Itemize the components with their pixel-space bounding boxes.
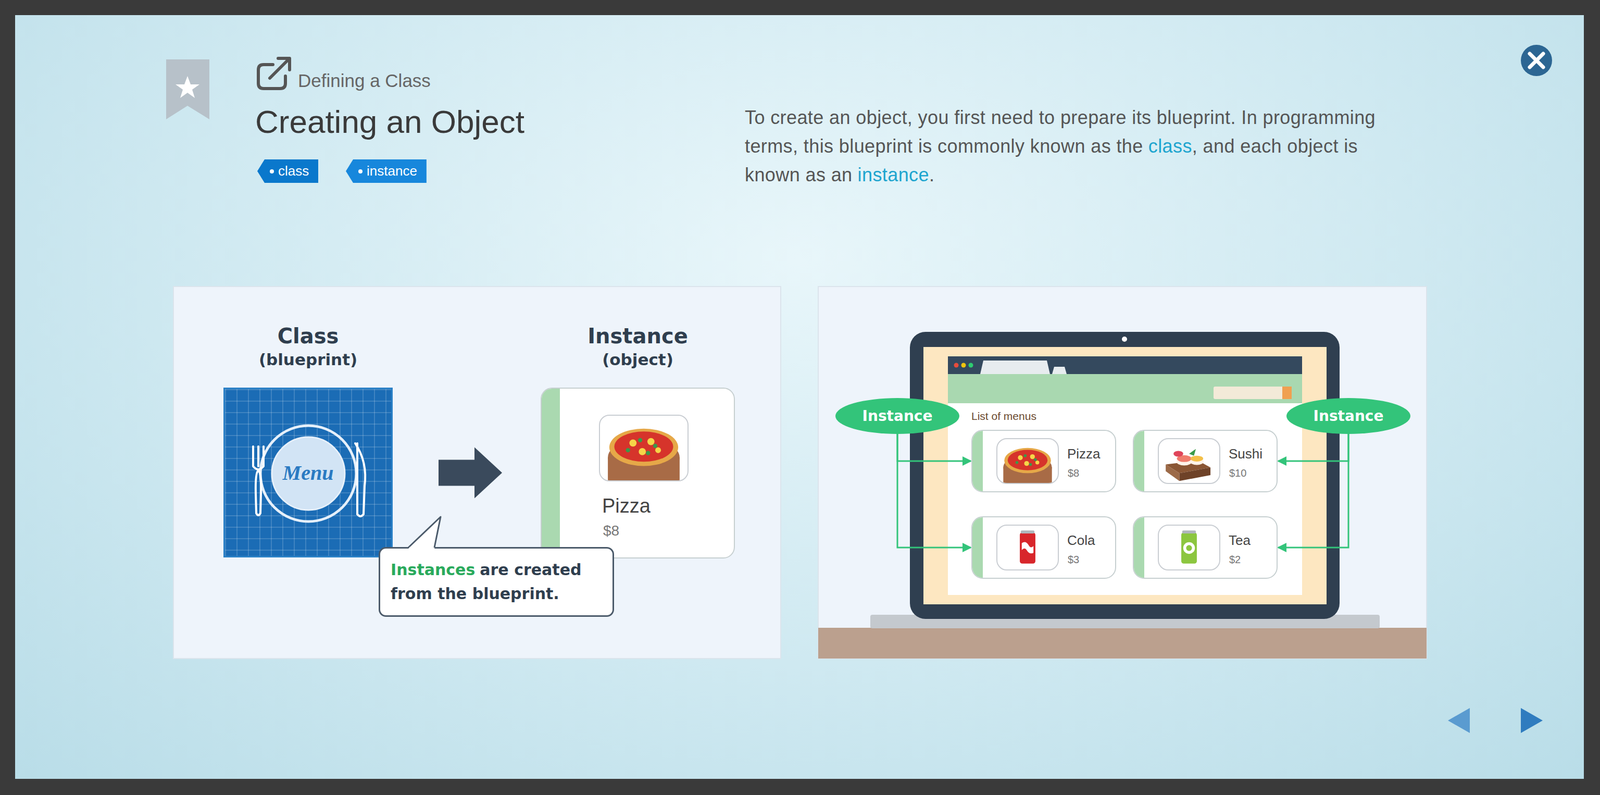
- item-name: Tea: [1228, 531, 1251, 549]
- keyword: instance: [857, 164, 930, 186]
- food-image: [598, 414, 689, 482]
- heading: Class: [223, 322, 393, 349]
- callout-bubble: Instancesare created from the blueprint.: [378, 546, 615, 617]
- menu-center: Menu: [225, 389, 392, 556]
- table: [818, 627, 1427, 659]
- class-blueprint: Class(blueprint) Menu: [223, 322, 393, 558]
- list-heading: List of menus: [971, 409, 1037, 423]
- menu-word: Menu: [282, 460, 334, 485]
- description-text: .: [929, 164, 935, 186]
- menu-card: Pizza $8: [971, 429, 1117, 493]
- page-title: Creating an Object: [255, 102, 525, 142]
- browser-tab: [980, 360, 1050, 374]
- ellipse-text: Instance: [1313, 407, 1384, 425]
- connector-line: [1278, 433, 1349, 548]
- search-button: [1282, 386, 1292, 399]
- close-button: [1520, 44, 1553, 77]
- laptop-camera: [1121, 336, 1128, 342]
- ellipse-text: Instance: [862, 407, 933, 425]
- item-name: Cola: [1067, 531, 1095, 549]
- card-strip: [1133, 430, 1145, 492]
- description-paragraph: To create an object, you first need to p…: [744, 103, 1396, 190]
- laptop-screen: [923, 346, 1327, 605]
- block-arrow: [438, 447, 503, 499]
- instance-ellipse: Instance: [835, 397, 960, 434]
- tag-label: instance: [345, 159, 427, 183]
- card-strip: [972, 517, 983, 578]
- subheading: (blueprint): [223, 348, 393, 370]
- connector-line: [897, 433, 971, 461]
- item-price: $8: [603, 521, 620, 540]
- tag-text: instance: [366, 163, 418, 179]
- tag-label: class: [257, 159, 319, 183]
- menu-card: Cola $3: [971, 516, 1117, 579]
- left-panel: [173, 286, 781, 659]
- callout-keyword: Instances: [390, 560, 475, 579]
- item-name: Pizza: [602, 493, 651, 518]
- blueprint-square: Menu: [223, 387, 393, 558]
- item-price: $2: [1229, 552, 1241, 567]
- card-body: Pizza $8: [540, 387, 735, 559]
- site-content: [947, 403, 1303, 595]
- browser-dot: [954, 363, 959, 368]
- close-cross: [1529, 53, 1544, 68]
- item-price: $8: [1067, 466, 1080, 480]
- item-price: $3: [1067, 552, 1080, 567]
- item-name: Pizza: [1067, 445, 1101, 462]
- keyword: class: [1148, 135, 1193, 157]
- browser-tab: [1052, 366, 1067, 374]
- callout-tail: [406, 515, 448, 552]
- prev-arrow: [1447, 707, 1470, 733]
- card-strip: [972, 430, 983, 492]
- food-image: [996, 438, 1059, 484]
- site-header: [947, 373, 1303, 404]
- browser-bar: [947, 356, 1303, 374]
- bookmark-ribbon: [166, 59, 210, 120]
- card-strip: [541, 388, 560, 558]
- section-name: Defining a Class: [297, 69, 431, 93]
- browser-dot: [961, 363, 967, 368]
- item-name: Sushi: [1228, 445, 1263, 462]
- tag-text: class: [278, 163, 309, 179]
- menu-card: Tea $2: [1132, 516, 1278, 579]
- instance-ellipse: Instance: [1286, 397, 1411, 434]
- search-box: [1213, 386, 1292, 399]
- menu-card: Sushi $10: [1132, 429, 1278, 493]
- bookmark-star: [175, 76, 200, 98]
- connector-line: [1278, 433, 1349, 461]
- browser-dot: [968, 363, 974, 368]
- external-link-icon: [258, 58, 290, 89]
- right-panel: [818, 286, 1427, 659]
- item-price: $10: [1229, 466, 1247, 480]
- laptop-base: [870, 614, 1380, 629]
- subheading: (object): [540, 348, 735, 370]
- instance-card: Instance(object) Pizza $8: [540, 322, 735, 559]
- food-image: [996, 524, 1059, 571]
- connector-line: [897, 433, 971, 548]
- food-image: [1157, 524, 1221, 571]
- card-strip: [1133, 517, 1145, 578]
- heading: Instance: [540, 322, 735, 349]
- laptop-body: [909, 331, 1340, 619]
- next-arrow: [1520, 707, 1543, 733]
- food-image: [1157, 438, 1221, 484]
